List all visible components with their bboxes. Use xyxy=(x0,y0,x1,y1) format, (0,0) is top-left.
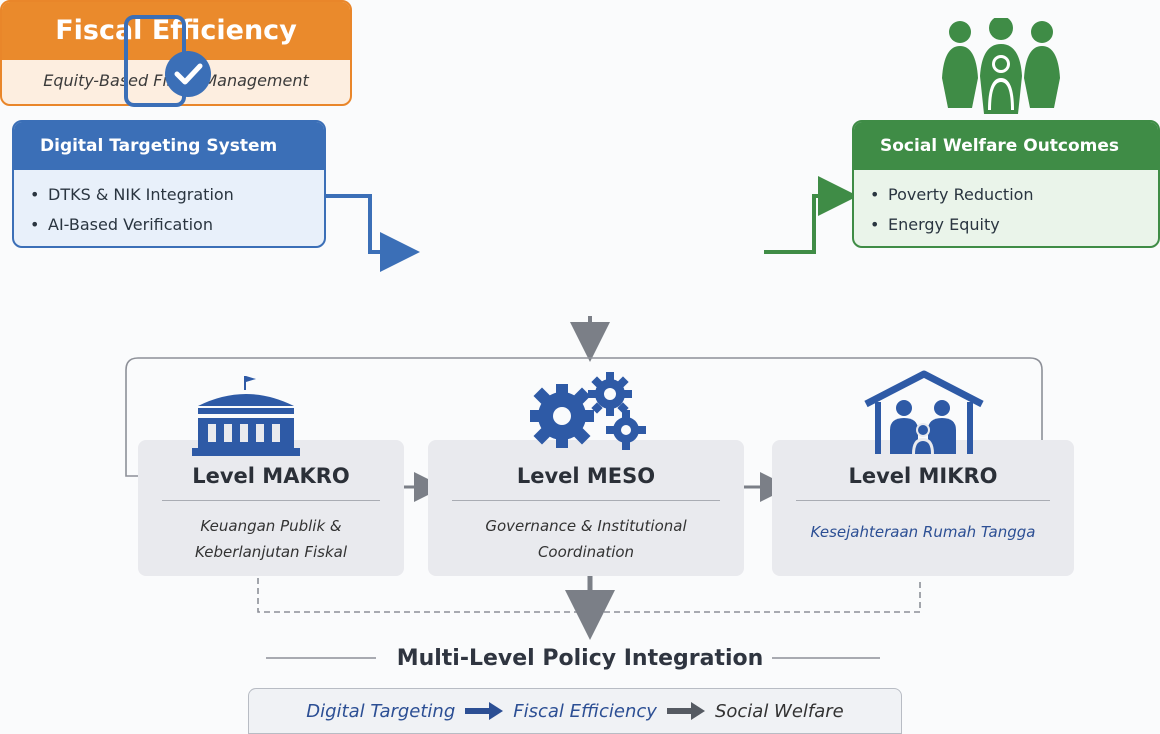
level-mikro-card: Level MIKRO Kesejahteraan Rumah Tangga xyxy=(772,440,1074,576)
list-item: AI-Based Verification xyxy=(14,210,324,240)
digital-targeting-card: Digital Targeting System DTKS & NIK Inte… xyxy=(12,120,326,248)
arrow-right-icon xyxy=(465,702,504,720)
list-item: Poverty Reduction xyxy=(854,180,1158,210)
level-description: Keuangan Publik & Keberlanjutan Fiskal xyxy=(138,513,404,565)
arrow-right-icon xyxy=(666,702,705,720)
arrow-dts-to-fiscal xyxy=(326,194,420,272)
level-makro-card: Level MAKRO Keuangan Publik & Keberlanju… xyxy=(138,440,404,576)
level-title: Level MIKRO xyxy=(848,464,998,488)
list-item: DTKS & NIK Integration xyxy=(14,180,324,210)
level-description-line: Keberlanjutan Fiskal xyxy=(195,543,347,561)
fiscal-efficiency-title: Fiscal Efficiency xyxy=(2,2,350,60)
digital-targeting-title: Digital Targeting System xyxy=(14,122,324,170)
flow-step-fiscal-efficiency: Fiscal Efficiency xyxy=(513,700,657,722)
level-title: Level MAKRO xyxy=(192,464,350,488)
level-divider xyxy=(796,500,1050,501)
mobile-check-icon xyxy=(124,15,211,107)
arrow-fiscal-to-welfare xyxy=(764,176,858,254)
social-welfare-card: Social Welfare Outcomes Poverty Reductio… xyxy=(852,120,1160,248)
level-description: Kesejahteraan Rumah Tangga xyxy=(772,519,1074,545)
level-title: Level MESO xyxy=(516,464,656,488)
integration-flow-bar: Digital Targeting Fiscal Efficiency Soci… xyxy=(248,688,902,734)
level-description: Governance & Institutional Coordination xyxy=(428,513,744,565)
family-group-icon xyxy=(942,18,1060,114)
social-welfare-title: Social Welfare Outcomes xyxy=(854,122,1158,170)
gears-icon xyxy=(530,372,646,450)
level-description-line: Kesejahteraan Rumah Tangga xyxy=(810,523,1036,541)
level-description-line: Coordination xyxy=(537,543,635,561)
levels-frame xyxy=(125,357,1043,477)
level-meso-card: Level MESO Governance & Institutional Co… xyxy=(428,440,744,576)
list-item: Energy Equity xyxy=(854,210,1158,240)
government-building-icon xyxy=(192,376,300,456)
level-divider xyxy=(162,500,380,501)
level-description-line: Governance & Institutional xyxy=(485,517,687,535)
flow-step-digital-targeting: Digital Targeting xyxy=(306,700,456,722)
flow-step-social-welfare: Social Welfare xyxy=(714,700,844,722)
integration-title: Multi-Level Policy Integration xyxy=(396,646,764,671)
level-divider xyxy=(452,500,720,501)
house-family-icon xyxy=(864,370,984,454)
level-description-line: Keuangan Publik & xyxy=(200,517,342,535)
